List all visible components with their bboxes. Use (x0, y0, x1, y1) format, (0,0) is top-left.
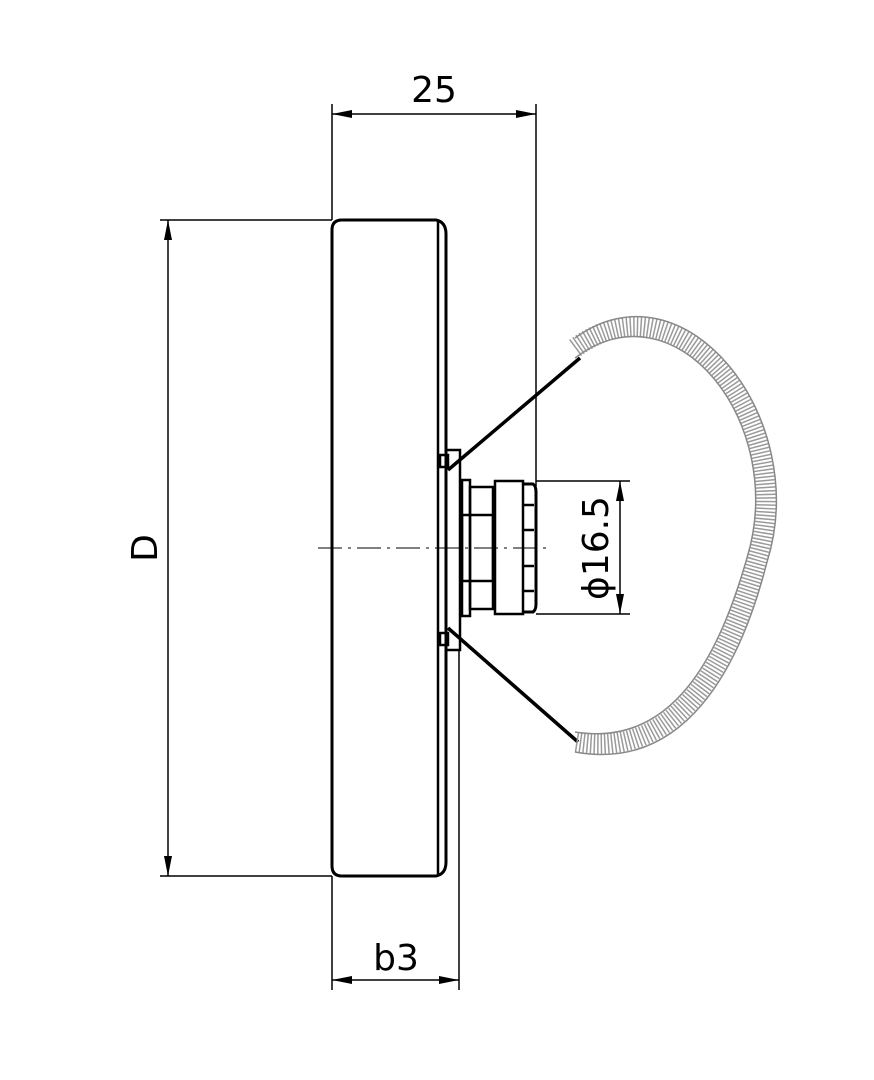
dimension-diameter-label: D (125, 534, 166, 562)
dimension-width-label: 25 (411, 70, 457, 111)
dimension-width (331, 104, 537, 486)
capillary-wires (446, 356, 582, 744)
dimension-case-depth (331, 650, 460, 990)
dimension-case-depth-label: b3 (373, 938, 419, 979)
dimension-stem-diameter-label: ϕ16.5 (576, 496, 617, 600)
dimension-stem-diameter (536, 480, 630, 615)
fitting (438, 448, 538, 652)
sensor-spring (569, 315, 777, 756)
dimension-diameter (160, 219, 332, 877)
